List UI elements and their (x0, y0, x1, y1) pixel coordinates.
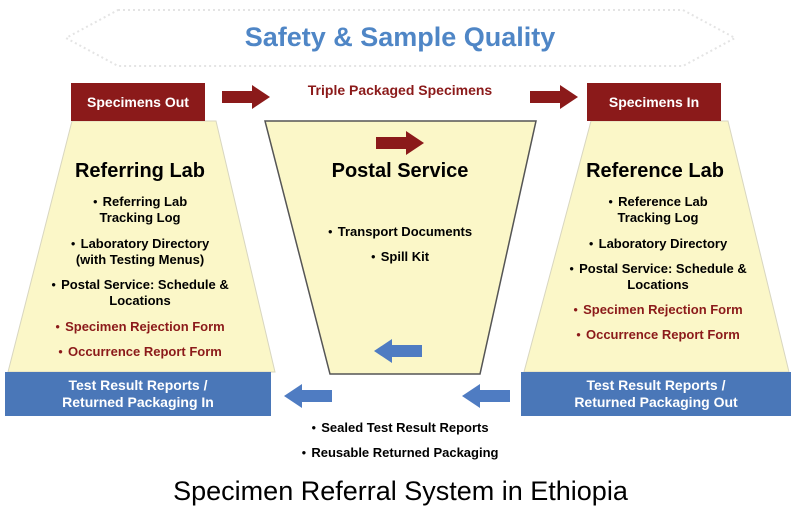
referring-item: Referring Lab Tracking Log (20, 194, 260, 226)
arrow-left-icon (374, 339, 422, 363)
arrow-right-icon (222, 85, 270, 109)
return-item: Reusable Returned Packaging (270, 445, 530, 460)
reference-item: Occurrence Report Form (538, 327, 778, 343)
postal-service-title: Postal Service (331, 160, 469, 182)
reference-item: Postal Service: Schedule & Locations (538, 261, 778, 293)
postal-item: Spill Kit (300, 249, 500, 264)
referring-footer-label: Test Result Reports / Returned Packaging… (62, 377, 214, 410)
postal-service-panel (264, 120, 537, 375)
arrow-right-icon (376, 131, 424, 155)
referring-item: Specimen Rejection Form (20, 319, 260, 335)
return-item: Sealed Test Result Reports (270, 420, 530, 435)
title-banner (63, 9, 738, 67)
arrow-left-icon (284, 384, 332, 408)
referring-item: Occurrence Report Form (20, 344, 260, 360)
specimens-out-label: Specimens Out (87, 94, 189, 110)
diagram-title: Safety & Sample Quality (244, 22, 556, 52)
arrow-right-icon (530, 85, 578, 109)
postal-item: Transport Documents (300, 224, 500, 239)
reference-footer-box (521, 372, 791, 416)
reference-lab-title: Reference Lab (586, 160, 724, 182)
reference-footer-label: Test Result Reports / Returned Packaging… (574, 377, 738, 410)
specimens-in-label: Specimens In (608, 94, 700, 110)
diagram-caption: Specimen Referral System in Ethiopia (173, 476, 628, 506)
specimens-out-box (71, 83, 205, 121)
referring-item: Postal Service: Schedule & Locations (20, 277, 260, 309)
referring-footer-box (5, 372, 271, 416)
reference-item: Specimen Rejection Form (538, 302, 778, 318)
reference-item: Laboratory Directory (538, 236, 778, 252)
reference-item: Reference Lab Tracking Log (538, 194, 778, 226)
flow-label: Triple Packaged Specimens (307, 82, 493, 98)
specimens-in-box (587, 83, 721, 121)
arrow-left-icon (462, 384, 510, 408)
referring-lab-title: Referring Lab (74, 160, 206, 182)
referring-item: Laboratory Directory (with Testing Menus… (20, 236, 260, 268)
